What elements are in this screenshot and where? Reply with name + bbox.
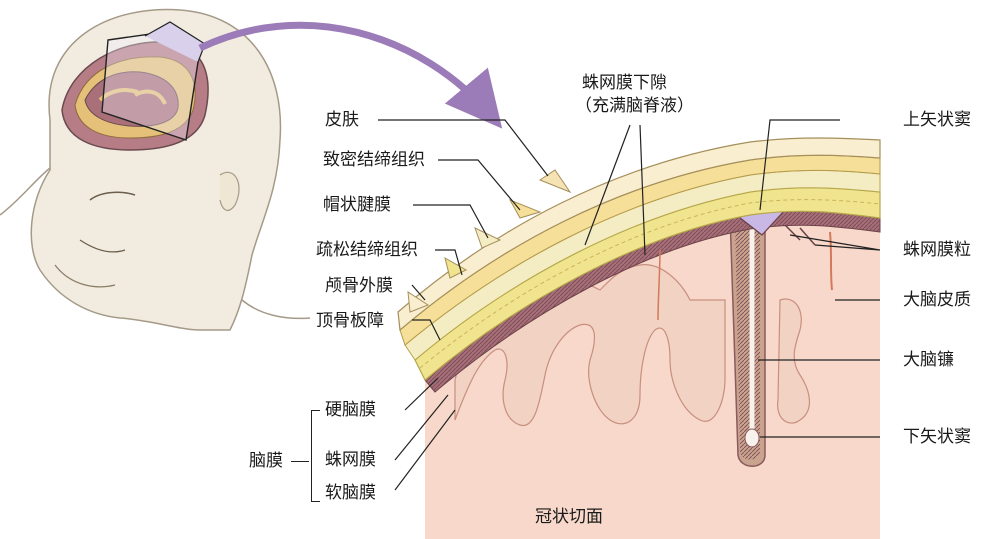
label-loose-connective-tissue: 疏松结缔组织 bbox=[316, 240, 418, 260]
label-pia-mater: 软脑膜 bbox=[325, 483, 376, 503]
label-dense-connective-tissue: 致密结缔组织 bbox=[323, 150, 425, 170]
label-skin: 皮肤 bbox=[325, 110, 359, 130]
label-cerebral-cortex: 大脑皮质 bbox=[903, 290, 971, 310]
label-galea-aponeurotica: 帽状腱膜 bbox=[323, 195, 391, 215]
label-arachnoid: 蛛网膜 bbox=[325, 450, 376, 470]
meninges-bracket bbox=[311, 410, 320, 502]
coronal-section bbox=[398, 138, 880, 539]
label-parietal-diploe: 顶骨板障 bbox=[316, 311, 384, 331]
label-dura-mater: 硬脑膜 bbox=[325, 400, 376, 420]
label-arachnoid-granulations: 蛛网膜粒 bbox=[903, 240, 971, 260]
label-meninges: 脑膜 bbox=[249, 451, 283, 471]
caption: 冠状切面 bbox=[535, 507, 603, 527]
label-superior-sagittal-sinus: 上矢状窦 bbox=[903, 110, 971, 130]
label-pericranium: 颅骨外膜 bbox=[325, 276, 393, 296]
label-subarachnoid-note: （充满脑脊液） bbox=[575, 96, 694, 116]
label-falx-cerebri: 大脑镰 bbox=[903, 350, 954, 370]
label-subarachnoid-space: 蛛网膜下隙 bbox=[582, 73, 667, 93]
label-inferior-sagittal-sinus: 下矢状窦 bbox=[903, 427, 971, 447]
meninges-connector bbox=[291, 461, 309, 462]
head-illustration bbox=[0, 10, 310, 330]
